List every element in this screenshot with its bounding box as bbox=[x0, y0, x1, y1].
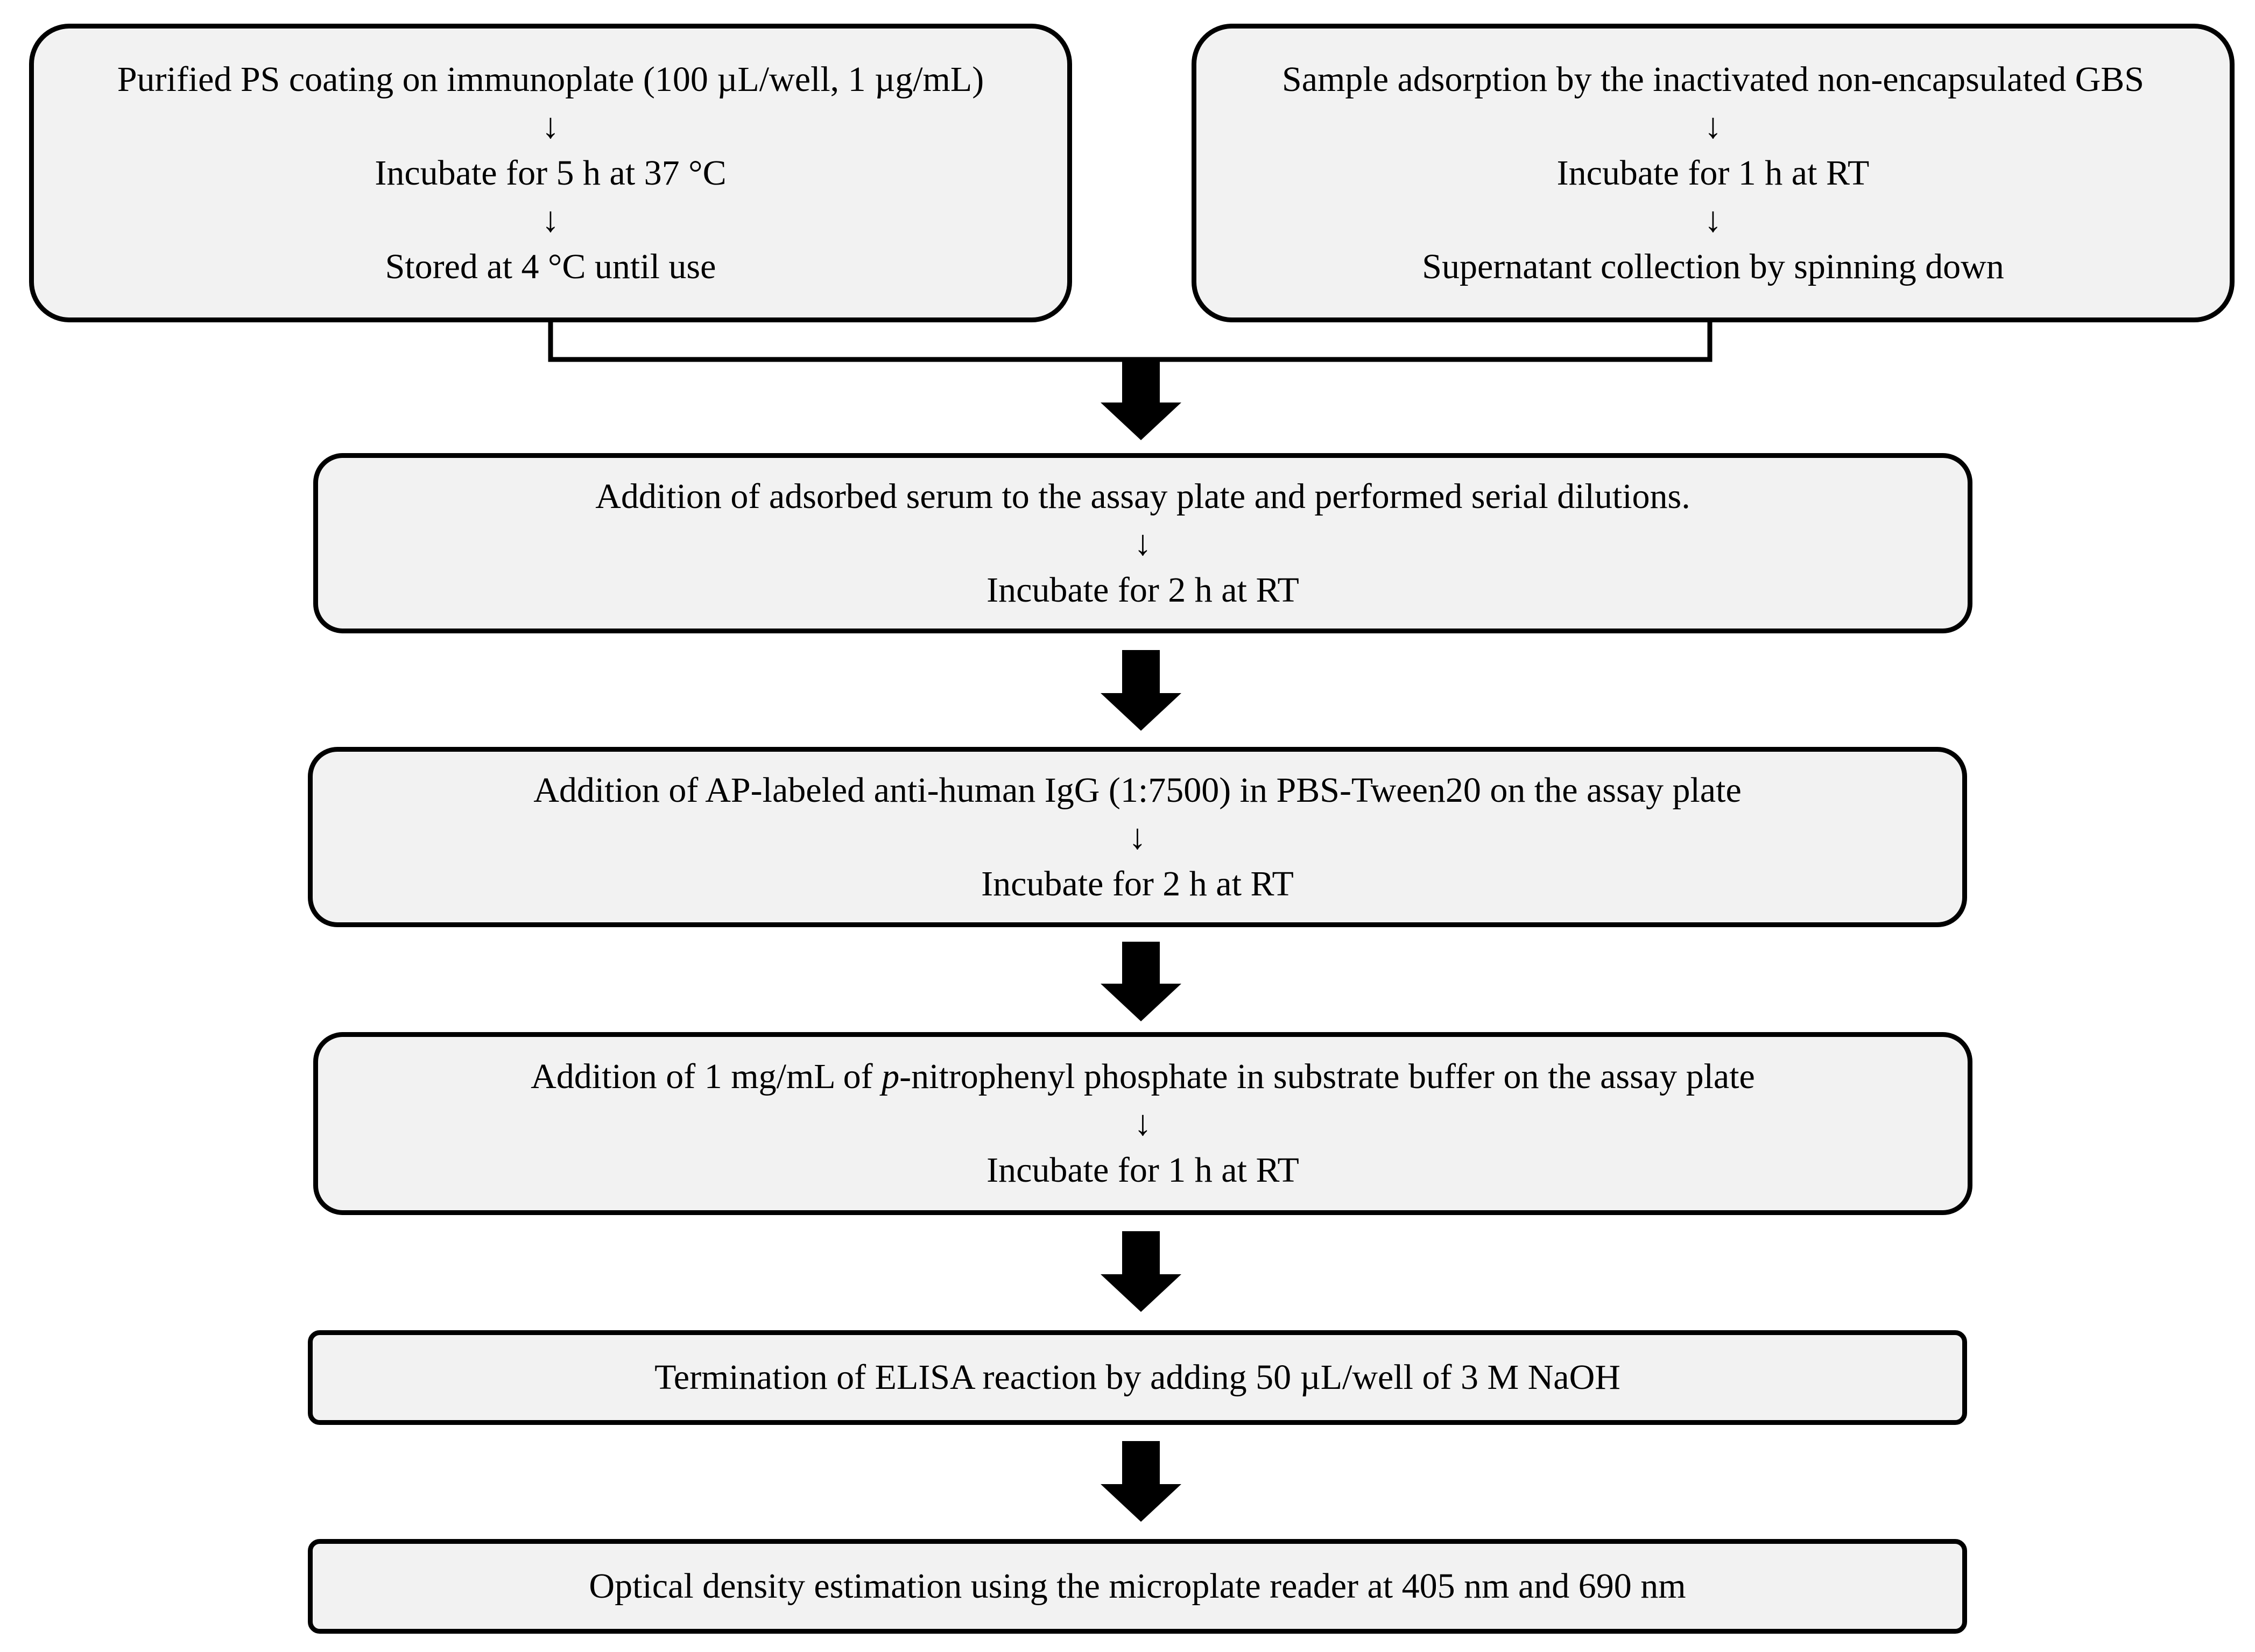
text-segment: Addition of 1 mg/mL of bbox=[531, 1057, 882, 1096]
step-text: Incubate for 5 h at 37 °C bbox=[375, 153, 727, 193]
step-box-termination: Termination of ELISA reaction by adding … bbox=[308, 1330, 1967, 1425]
small-down-arrow-icon: ↓ bbox=[541, 200, 560, 239]
small-down-arrow-icon: ↓ bbox=[1134, 523, 1152, 563]
step-text: Addition of AP-labeled anti-human IgG (1… bbox=[533, 770, 1742, 810]
step-text: Sample adsorption by the inactivated non… bbox=[1282, 59, 2144, 99]
text-segment: -nitrophenyl phosphate in substrate buff… bbox=[899, 1057, 1755, 1096]
down-arrow-4 bbox=[1101, 1231, 1181, 1312]
step-text: Purified PS coating on immunoplate (100 … bbox=[117, 59, 984, 99]
step-box-serum-addition: Addition of adsorbed serum to the assay … bbox=[313, 453, 1972, 633]
small-down-arrow-icon: ↓ bbox=[541, 106, 560, 146]
down-arrow-1 bbox=[1101, 362, 1181, 440]
step-text: Incubate for 1 h at RT bbox=[1556, 153, 1870, 193]
down-arrow-3 bbox=[1101, 942, 1181, 1021]
step-box-adsorption: Sample adsorption by the inactivated non… bbox=[1192, 24, 2235, 322]
step-text: Addition of 1 mg/mL of p-nitrophenyl pho… bbox=[531, 1053, 1755, 1100]
step-box-substrate: Addition of 1 mg/mL of p-nitrophenyl pho… bbox=[313, 1032, 1972, 1215]
step-text: Supernatant collection by spinning down bbox=[1422, 246, 2004, 286]
step-box-optical-density: Optical density estimation using the mic… bbox=[308, 1539, 1967, 1634]
step-text: Addition of adsorbed serum to the assay … bbox=[595, 476, 1690, 516]
step-box-coating: Purified PS coating on immunoplate (100 … bbox=[29, 24, 1072, 322]
step-box-ap-igg: Addition of AP-labeled anti-human IgG (1… bbox=[308, 747, 1967, 927]
merge-connector-line bbox=[548, 321, 1713, 362]
step-text: Termination of ELISA reaction by adding … bbox=[654, 1358, 1620, 1397]
step-text: Incubate for 1 h at RT bbox=[986, 1150, 1299, 1190]
step-text: Stored at 4 °C until use bbox=[385, 246, 716, 286]
small-down-arrow-icon: ↓ bbox=[1704, 106, 1722, 146]
step-text: Incubate for 2 h at RT bbox=[986, 570, 1299, 610]
italic-p: p bbox=[882, 1057, 900, 1096]
down-arrow-2 bbox=[1101, 650, 1181, 731]
small-down-arrow-icon: ↓ bbox=[1134, 1104, 1152, 1143]
small-down-arrow-icon: ↓ bbox=[1129, 817, 1146, 857]
step-text: Optical density estimation using the mic… bbox=[589, 1566, 1686, 1606]
step-text: Incubate for 2 h at RT bbox=[981, 864, 1294, 903]
down-arrow-5 bbox=[1101, 1441, 1181, 1522]
small-down-arrow-icon: ↓ bbox=[1704, 200, 1722, 239]
